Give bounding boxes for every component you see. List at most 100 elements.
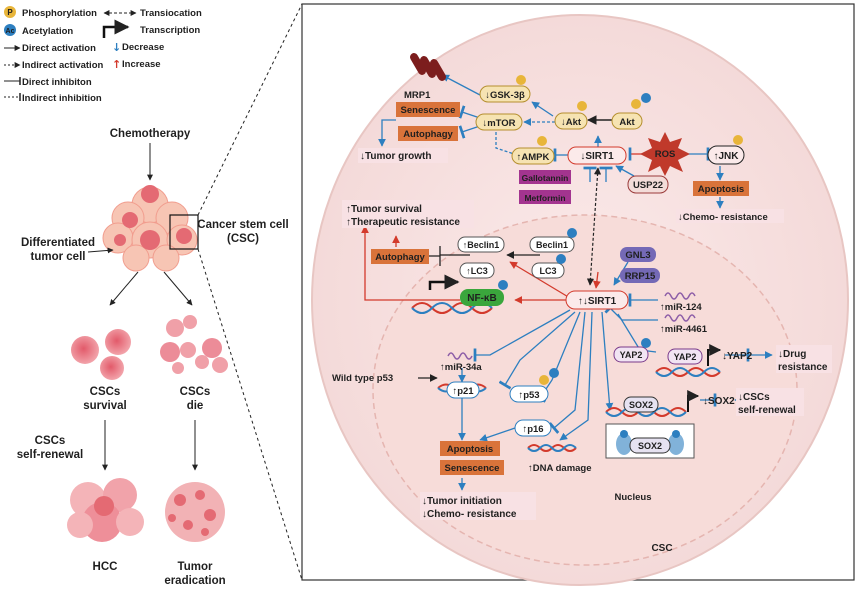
chemo-resistance-low-label: ↓Chemo- resistance: [422, 509, 517, 520]
autophagy-top-box: [398, 126, 458, 141]
autophagy-mid-box: [371, 249, 429, 264]
p53-node: ↑p53: [509, 368, 559, 403]
decrease-icon: ↓: [112, 41, 121, 54]
lc3-up-node: ↑LC3: [459, 262, 495, 279]
sox2-a-node: SOX2: [623, 396, 659, 413]
ac-badge-text: Ac: [6, 28, 15, 35]
cscs-self-1: ↓CSCs: [738, 392, 770, 403]
rrp15-label: RRP15: [625, 271, 656, 282]
p16-node: ↑p16: [514, 419, 552, 437]
legend-direct-inhibition: Direct inhibiton: [22, 77, 92, 88]
akt-left-node: ↓Akt: [554, 101, 588, 130]
acetyl-icon: [498, 280, 508, 290]
p21-node: ↑p21: [446, 381, 480, 399]
acetyl-icon: [641, 93, 651, 103]
mtor-node: ↓mTOR: [475, 113, 523, 131]
acetyl-icon: [556, 254, 566, 264]
yap2-b-node: YAP2: [667, 348, 703, 365]
cscs-survival-2: survival: [83, 400, 126, 412]
mir124-node: ↑miR-124: [660, 292, 702, 313]
therapeutic-resistance-label: ↑Therapeutic resistance: [346, 217, 460, 228]
sirt1-nuc-node: ↑↓SIRT1: [565, 290, 629, 310]
senescence-top-label: Senescence: [401, 105, 456, 116]
rrp15-node: RRP15: [620, 268, 660, 283]
yap2-b-label: YAP2: [674, 352, 697, 362]
tumor-growth-box: [358, 148, 448, 163]
csc-cell-label: CSC: [651, 543, 672, 554]
gallotannin-box: [519, 170, 571, 184]
tumor-survival-label: ↑Tumor survival: [346, 204, 422, 215]
lc3-up-label: ↑LC3: [466, 266, 488, 276]
sox2-down-label: ↓SOX2: [703, 396, 735, 407]
drug-resistance-box: [776, 345, 832, 373]
usp22-node: USP22: [627, 175, 669, 194]
chemotherapy-label: Chemotherapy: [110, 128, 191, 140]
cscs-survival-1: CSCs: [90, 386, 121, 398]
yap2-down-label: ↓YAP2: [722, 351, 753, 362]
beclin1-up-node: ↑Beclin1: [457, 236, 505, 253]
cscs-self-box: [736, 388, 804, 416]
csc-label-2: (CSC): [227, 233, 259, 245]
legend-indirect-inhibition: Indirect inhibition: [22, 93, 102, 104]
apoptosis-low-box: [440, 441, 500, 456]
mir34a-label: ↑miR-34a: [440, 362, 482, 373]
jnk-node: ↑JNK: [707, 135, 745, 165]
phosphorylation-icon: [4, 6, 16, 18]
self-renewal-1: CSCs: [35, 435, 66, 447]
autophagy-mid-label: Autophagy: [375, 252, 425, 263]
beclin1-up-label: ↑Beclin1: [463, 240, 500, 250]
acetyl-icon: [641, 338, 651, 348]
yap2-a-label: YAP2: [620, 350, 643, 360]
csc-label-1: Cancer stem cell: [197, 219, 288, 231]
sirt1-top-node: ↓SIRT1: [567, 146, 627, 165]
sox2-b-label: SOX2: [638, 441, 662, 451]
akt-left-label: ↓Akt: [561, 117, 582, 128]
sox2-b-node: SOX2: [629, 437, 671, 454]
dna-damage-icon: [527, 444, 577, 452]
zoom-line-bottom: [197, 248, 303, 581]
differentiated-label-1: Differentiated: [21, 237, 95, 249]
tumor-initiation-label: ↓Tumor initiation: [422, 496, 502, 507]
akt-right-label: Akt: [619, 117, 635, 128]
zoom-line-top: [197, 3, 303, 216]
drug-resistance-2: resistance: [778, 362, 828, 373]
csc-highlight-box: [169, 214, 199, 250]
legend-acetylation: Acetylation: [22, 26, 73, 37]
p21-label: ↑p21: [452, 386, 474, 397]
phospho-icon: [539, 375, 549, 385]
cscs-self-2: self-renewal: [738, 405, 796, 416]
phospho-icon: [537, 136, 547, 146]
yap2-a-node: YAP2: [613, 338, 651, 363]
eradication-2: eradication: [164, 575, 225, 587]
gsk3b-node: ↓GSK-3β: [479, 75, 531, 103]
phospho-icon: [631, 99, 641, 109]
akt-right-node: Akt: [611, 93, 651, 130]
gnl3-node: GNL3: [620, 247, 656, 262]
tumor-initiation-box: [420, 492, 536, 520]
gallotannin-label: Gallotannin: [522, 173, 569, 183]
legend-phosphorylation: Phosphorylation: [22, 8, 97, 19]
tumor-cluster: [102, 185, 198, 272]
mir4461-node: ↑miR-4461: [660, 314, 708, 335]
gnl3-label: GNL3: [625, 250, 650, 261]
hcc-tumor: [67, 478, 144, 542]
usp22-label: USP22: [633, 180, 663, 191]
legend-direct-activation: Direct activation: [22, 43, 96, 54]
metformin-label: Metformin: [524, 193, 565, 203]
senescence-low-label: Senescence: [445, 463, 500, 474]
mir124-label: ↑miR-124: [660, 302, 702, 313]
sox2-a-label: SOX2: [629, 400, 653, 410]
metformin-box: [519, 190, 571, 204]
lc3-node: LC3: [531, 254, 566, 279]
nfkb-label: NF-κB: [467, 293, 496, 304]
apoptosis-top-box: [693, 181, 749, 196]
ros-label: ROS: [655, 149, 676, 160]
chemo-resistance-top-label: ↓Chemo- resistance: [678, 212, 768, 223]
acetyl-icon: [549, 368, 559, 378]
phospho-icon: [577, 101, 587, 111]
increase-icon: ↑: [112, 58, 121, 71]
phospho-icon: [516, 75, 526, 85]
ampk-label: ↑AMPK: [517, 152, 550, 163]
tumor-growth-label: ↓Tumor growth: [360, 151, 431, 162]
mtor-label: ↓mTOR: [482, 118, 515, 129]
